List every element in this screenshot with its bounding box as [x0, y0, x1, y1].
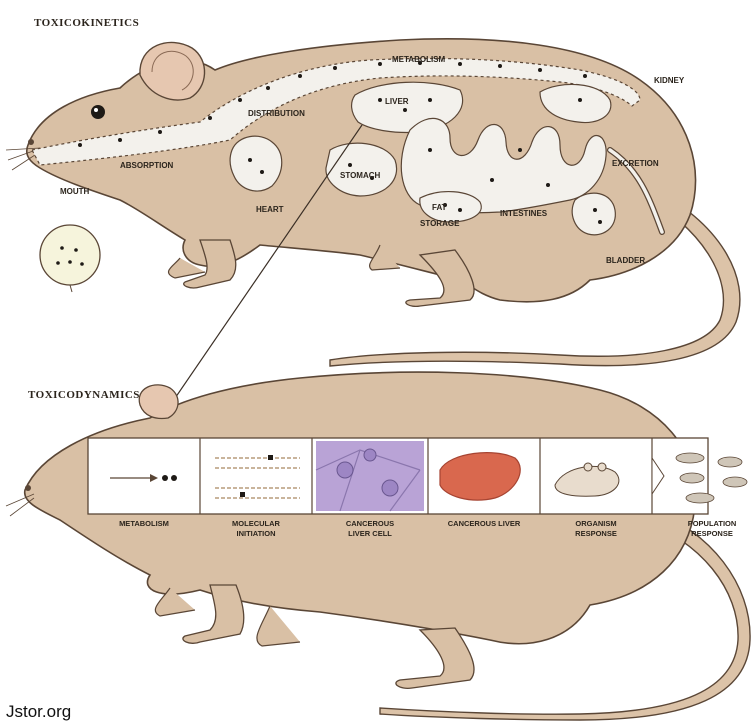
stage-6-line2: RESPONSE — [691, 529, 733, 538]
stage-3-line1: CANCEROUS — [346, 519, 394, 528]
image-credit: Jstor.org — [6, 703, 71, 721]
stomach-organ — [326, 143, 397, 196]
label-heart: HEART — [256, 205, 284, 214]
bottom-rat-front-leg — [183, 585, 244, 643]
label-fat: FAT — [432, 203, 447, 212]
bottom-rat-ear — [139, 385, 178, 419]
toxicokinetics-title: TOXICOKINETICS — [34, 17, 139, 29]
label-intestines: INTESTINES — [500, 209, 548, 218]
stage-2-line1: MOLECULAR — [232, 519, 280, 528]
label-bladder: BLADDER — [606, 256, 645, 265]
stage-3-line2: LIVER CELL — [348, 529, 392, 538]
label-excretion: EXCRETION — [612, 159, 659, 168]
bottom-rat-hind-leg — [396, 628, 474, 688]
label-liver: LIVER — [385, 97, 409, 106]
stage-6-line1: POPULATION — [688, 519, 737, 528]
label-absorption: ABSORPTION — [120, 161, 174, 170]
toxicodynamics-panel-strip — [88, 438, 747, 514]
stage-4-line1: CANCEROUS LIVER — [448, 519, 521, 528]
toxicodynamics-rat — [6, 372, 750, 720]
stage-5-line1: ORGANISM — [575, 519, 616, 528]
panel-cancerous-liver-cell — [316, 441, 424, 511]
label-kidney: KIDNEY — [654, 76, 685, 85]
stage-2-line2: INITIATION — [236, 529, 275, 538]
heart-organ — [230, 136, 282, 191]
absorption-magnified-view — [40, 225, 100, 285]
stage-1-line1: METABOLISM — [119, 519, 169, 528]
label-metabolism: METABOLISM — [392, 55, 446, 64]
label-distribution: DISTRIBUTION — [248, 109, 305, 118]
bladder-organ — [572, 193, 615, 235]
label-stomach: STOMACH — [340, 171, 381, 180]
stage-5-line2: RESPONSE — [575, 529, 617, 538]
label-storage: STORAGE — [420, 219, 460, 228]
top-rat-eye — [91, 105, 105, 119]
toxicokinetics-rat — [6, 39, 740, 366]
toxicodynamics-title: TOXICODYNAMICS — [28, 389, 140, 401]
label-mouth: MOUTH — [60, 187, 90, 196]
